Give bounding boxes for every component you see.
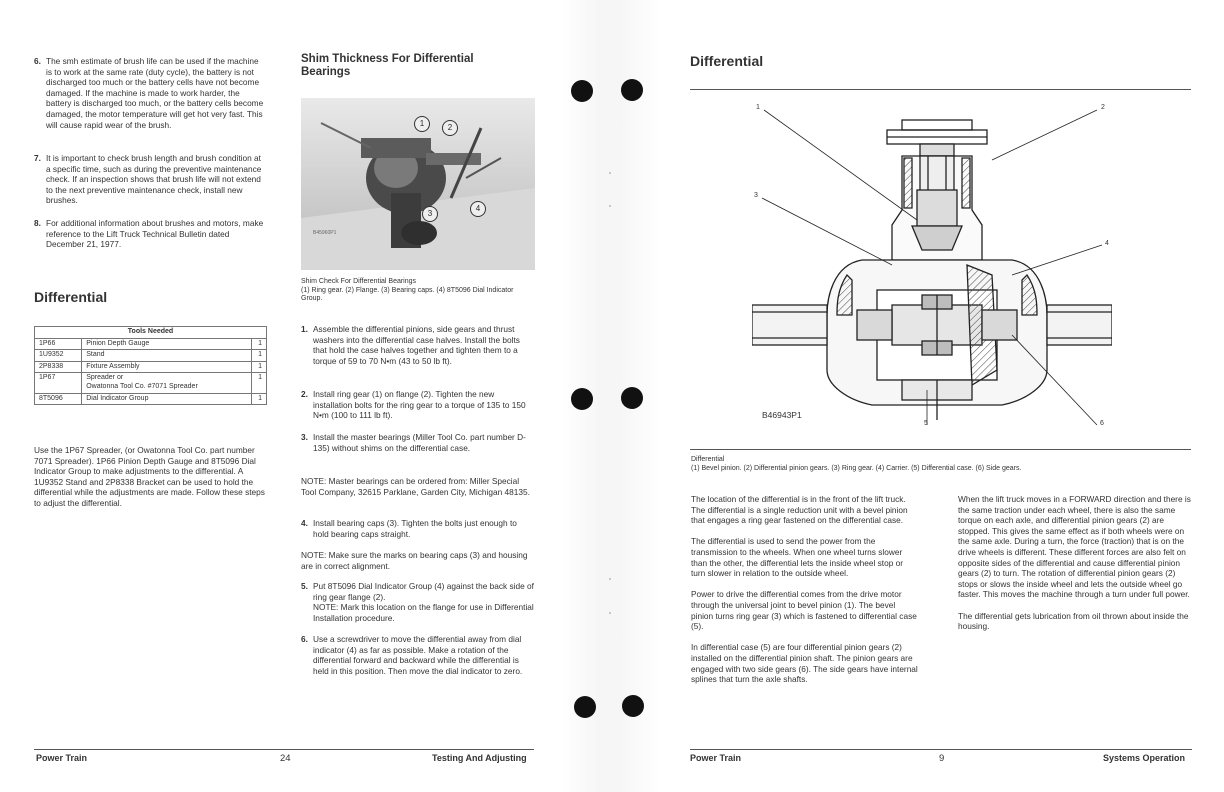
list-item: 8. For additional information about brus… [34,218,264,250]
diagram-caption: Differential (1) Bevel pinion. (2) Diffe… [691,456,1022,472]
binder-hole [571,80,593,102]
differential-diagram: 1 2 3 4 5 6 B46943P1 [751,100,1113,430]
binder-hole [622,695,644,717]
table-row: 1P66 Pinion Depth Gauge 1 [33,337,267,351]
photo-code: B45960P1 [313,230,337,236]
table-header: Tools Needed [34,326,267,339]
col1-text: The location of the differential is in t… [691,494,918,685]
callout-1: 1 [414,116,430,132]
callout-6: 6 [1100,420,1104,427]
step-5: 5. Put 8T5096 Dial Indicator Group (4) a… [301,581,534,623]
footer-right: Testing And Adjusting [432,753,527,763]
footer-right: Systems Operation [1103,753,1186,763]
tools-table: Tools Needed 1P66 Pinion Depth Gauge 1 1… [33,326,267,406]
intro-paragraph: Use the 1P67 Spreader, (or Owatonna Tool… [34,445,265,508]
callout-1: 1 [756,104,760,111]
col2-text: When the lift truck moves in a FORWARD d… [958,494,1191,632]
step-3: 3. Install the master bearings (Miller T… [301,432,526,453]
page-number: 24 [280,753,291,764]
page-title: Differential [690,53,764,69]
list-item: 7. It is important to check brush length… [34,153,262,206]
photo-caption: Shim Check For Differential Bearings (1)… [301,278,514,303]
left-page: 6. The smh estimate of brush life can be… [0,0,560,792]
list-item: 6. The smh estimate of brush life can be… [34,56,264,130]
callout-5: 5 [924,420,928,427]
step-1: 1. Assemble the differential pinions, si… [301,324,520,366]
step-4: 4. Install bearing caps (3). Tighten the… [301,518,517,539]
shim-check-photo: 1 2 3 4 B45960P1 [301,98,535,270]
note-1: NOTE: Master bearings can be ordered fro… [301,476,530,497]
binder-hole [571,388,593,410]
footer-left: Power Train [36,753,88,763]
diagram-code: B46943P1 [762,410,802,420]
step-2: 2. Install ring gear (1) on flange (2). … [301,389,526,421]
footer-left: Power Train [690,753,742,763]
table-row: 1U9352 Stand 1 [33,349,267,362]
binder-hole [621,79,643,101]
binder-hole [621,387,643,409]
table-row: 8T5096 Dial Indicator Group 1 [33,392,267,406]
callout-4: 4 [1105,240,1109,247]
section-title: Differential [34,289,108,305]
callout-4: 4 [470,201,486,217]
callout-2: 2 [1101,104,1105,111]
callout-2: 2 [442,120,458,136]
binder-hole [574,696,596,718]
right-page: Differential [660,0,1224,792]
callout-3: 3 [754,192,758,199]
callout-3: 3 [422,206,438,222]
note-2: NOTE: Make sure the marks on bearing cap… [301,550,528,571]
shim-title: Shim Thickness For Differential Bearings [301,53,474,78]
step-6: 6. Use a screwdriver to move the differe… [301,634,523,676]
table-row: 2P8338 Fixture Assembly 1 [33,360,267,374]
page-number: 9 [939,753,945,764]
